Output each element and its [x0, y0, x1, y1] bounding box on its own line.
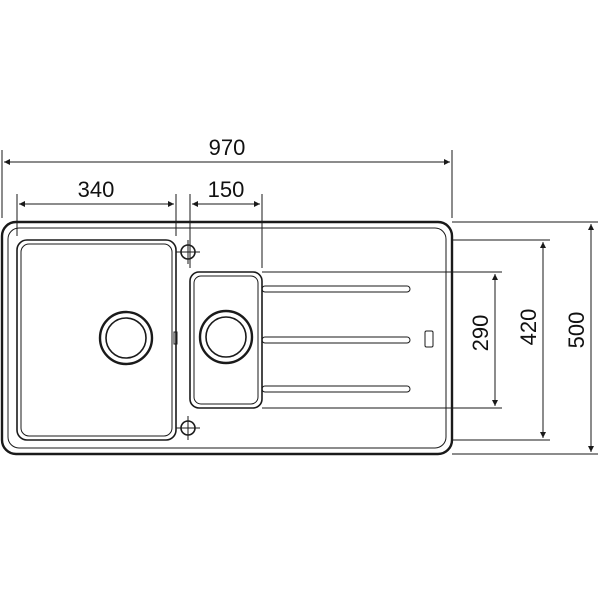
drainer-groove	[261, 336, 411, 344]
large-bowl	[16, 239, 177, 441]
dim-large-bowl-depth: 420	[452, 239, 550, 441]
drainer-grooves	[261, 285, 411, 393]
sink-inner-outline	[7, 227, 447, 449]
tap-hole-top	[176, 240, 200, 264]
drainer-drain-slot	[424, 330, 434, 348]
dim-small-bowl-depth: 290	[262, 271, 502, 409]
drainer-groove	[261, 285, 411, 293]
dim-overall-width-label: 970	[209, 135, 246, 160]
small-bowl-drain	[198, 309, 254, 365]
dim-large-bowl-depth-label: 420	[516, 309, 541, 346]
dim-large-bowl-width-label: 340	[78, 177, 115, 202]
large-bowl-drain	[98, 310, 154, 366]
dim-overall-depth: 500	[452, 221, 598, 455]
dim-small-bowl-depth-label: 290	[468, 315, 493, 352]
dim-large-bowl-width: 340	[16, 177, 177, 236]
drainer-groove	[261, 385, 411, 393]
dim-overall-depth-label: 500	[564, 312, 589, 349]
tap-hole-bottom	[176, 416, 200, 440]
dim-small-bowl-width-label: 150	[208, 177, 245, 202]
dim-overall-width: 970	[1, 135, 453, 218]
sink-body	[0, 220, 454, 456]
overflow-slot	[173, 331, 178, 345]
dim-small-bowl-width: 150	[189, 177, 263, 268]
sink-outer-outline	[0, 220, 454, 456]
small-bowl	[189, 271, 263, 409]
